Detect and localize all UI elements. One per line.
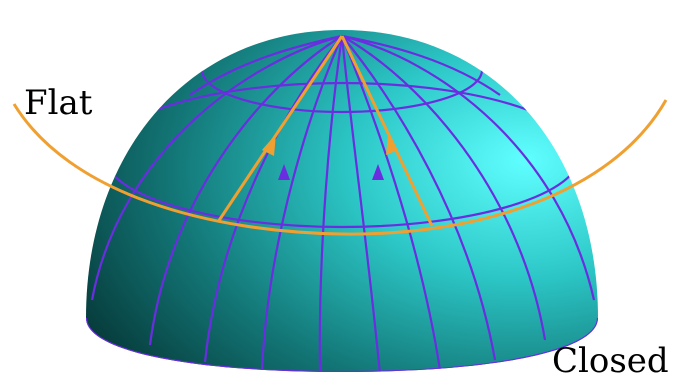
closed-label: Closed [552,344,669,378]
hemisphere-surface [86,30,598,372]
flat-label: Flat [24,86,92,120]
